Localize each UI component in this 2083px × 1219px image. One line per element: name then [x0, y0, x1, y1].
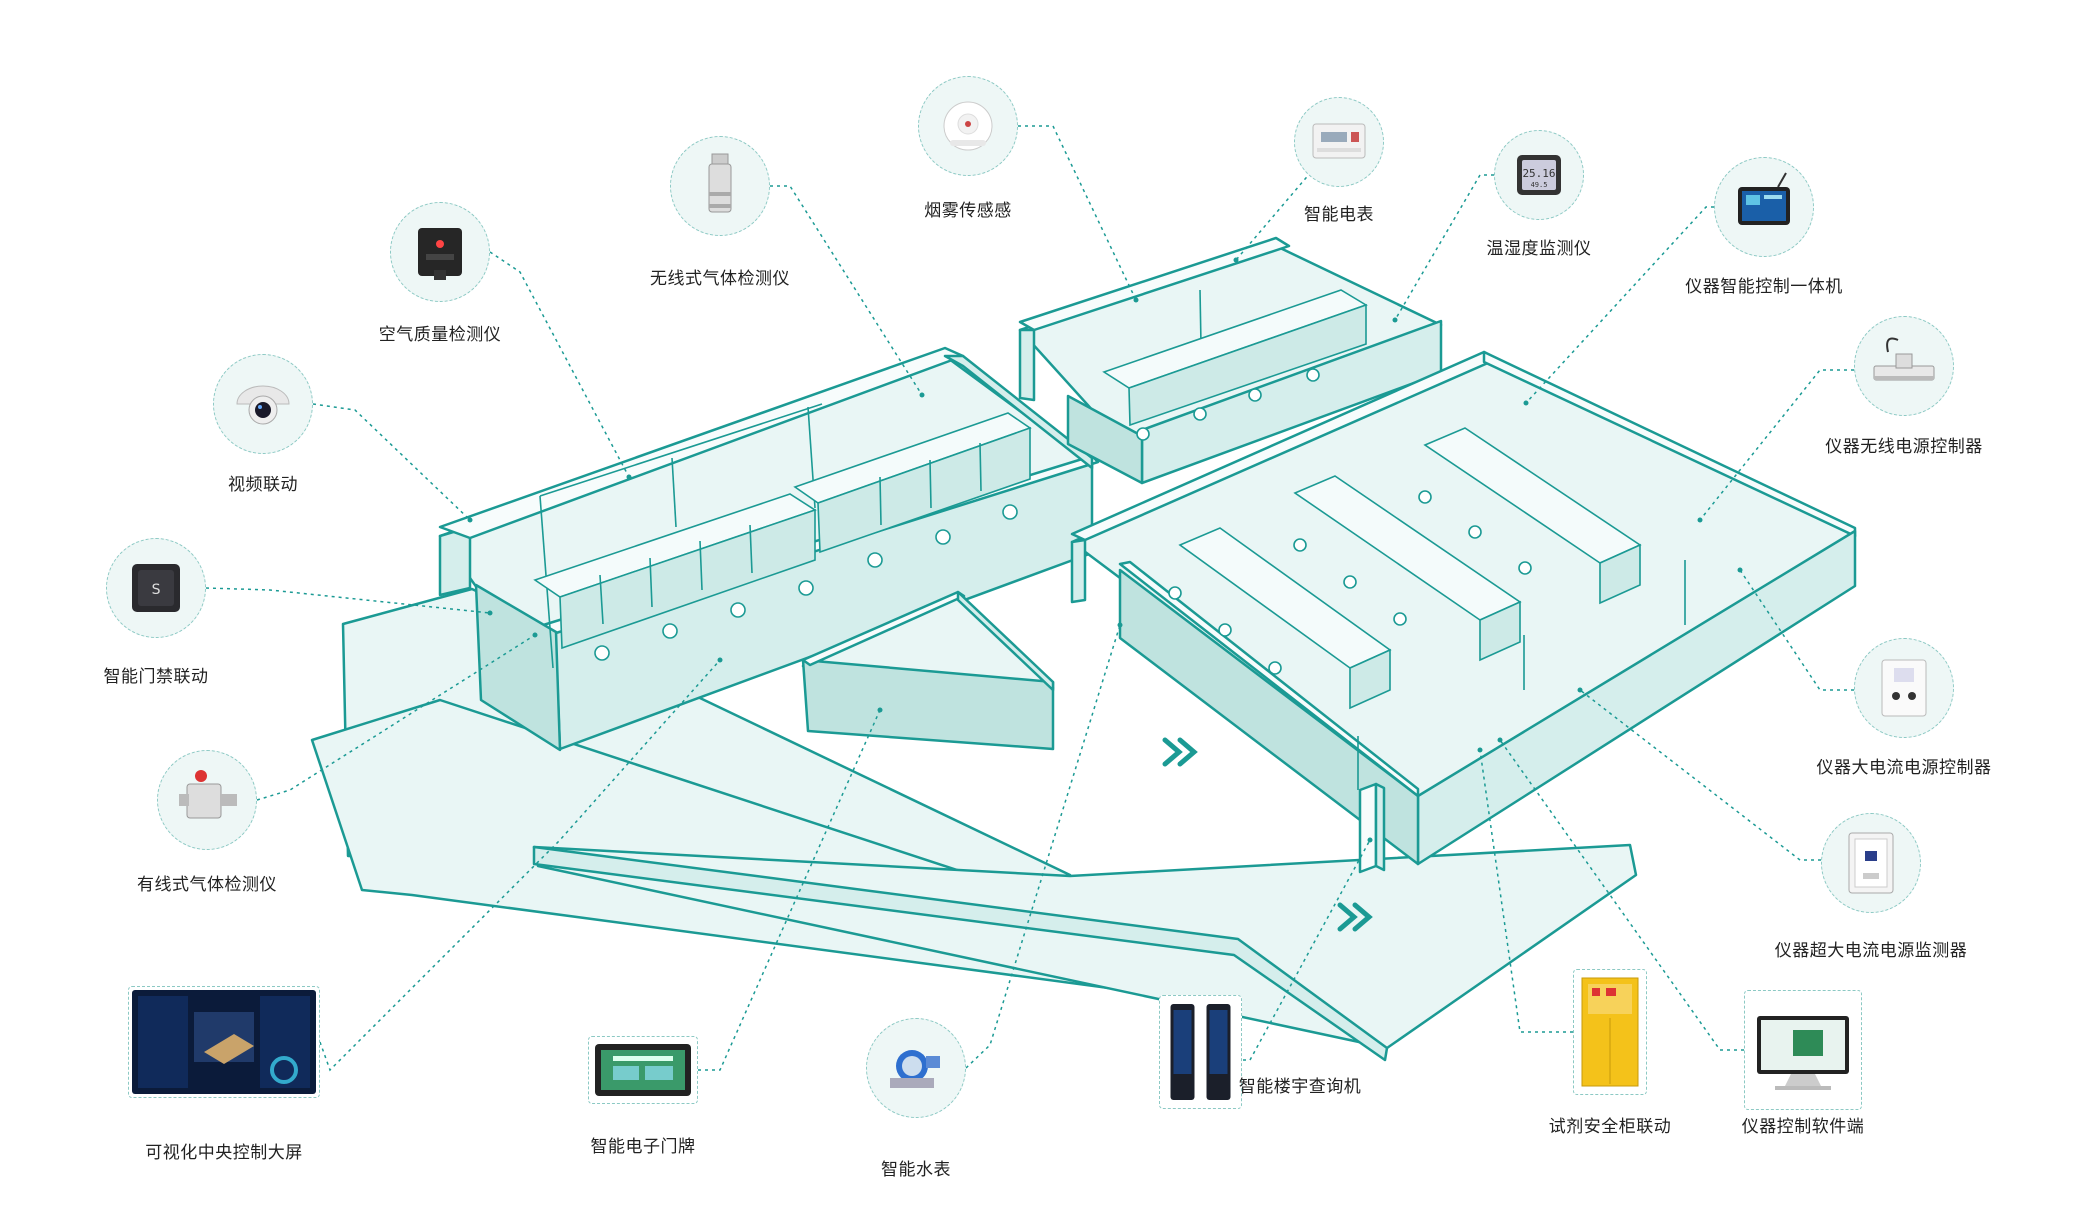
device-node-smoke: [918, 76, 1018, 176]
device-node-wireless_power: [1854, 316, 1954, 416]
device-label-access: 智能门禁联动: [103, 667, 209, 686]
top-lab-room: [1018, 236, 1443, 485]
leader-ctrl: [1525, 206, 1714, 404]
leader-anchor-wireless_gas: [919, 392, 925, 398]
dashboard-screen-icon: [132, 990, 316, 1094]
monitor-software-icon: [1757, 1016, 1849, 1090]
svg-text:49.5: 49.5: [1531, 181, 1548, 189]
kiosk-icon: [1170, 1004, 1230, 1100]
device-node-access: S: [106, 538, 206, 638]
left-lab-benches: [533, 412, 1032, 661]
air-quality-icon: [418, 228, 462, 280]
leader-anchor-ultra_current: [1577, 687, 1583, 693]
device-node-high_current: [1854, 638, 1954, 738]
kiosk-stand: [1358, 782, 1386, 874]
leader-anchor-wired_gas: [532, 632, 538, 638]
device-node-wireless_gas: [670, 136, 770, 236]
device-label-water: 智能水表: [881, 1160, 951, 1179]
device-label-temp: 温湿度监测仪: [1486, 239, 1592, 258]
leader-meter: [1235, 171, 1312, 261]
device-label-wireless_power: 仪器无线电源控制器: [1825, 437, 1983, 456]
device-node-ultra_current: [1821, 813, 1921, 913]
device-label-software: 仪器控制软件端: [1741, 1117, 1865, 1136]
device-node-doorplate: [588, 1036, 698, 1104]
device-label-bigscreen: 可视化中央控制大屏: [145, 1143, 303, 1162]
ultra-current-monitor-icon: [1848, 832, 1894, 894]
device-label-wired_gas: 有线式气体检测仪: [137, 875, 277, 894]
device-label-doorplate: 智能电子门牌: [590, 1137, 696, 1156]
svg-text:25.16: 25.16: [1522, 167, 1555, 180]
leader-anchor-smoke: [1133, 297, 1139, 303]
electric-meter-icon: [1312, 123, 1366, 159]
leader-anchor-water: [1117, 622, 1123, 628]
leader-doorplate: [698, 709, 881, 1071]
leader-lines: [205, 125, 1854, 1072]
device-node-software: [1744, 990, 1862, 1110]
access-control-icon: S: [132, 564, 180, 612]
device-node-kiosk: [1158, 995, 1242, 1109]
center-partition: [801, 590, 1055, 751]
leader-temp: [1394, 174, 1494, 321]
leader-video: [312, 403, 471, 521]
leader-anchor-access: [487, 610, 493, 616]
device-label-cabinet: 试剂安全柜联动: [1548, 1117, 1672, 1136]
high-current-controller-icon: [1881, 659, 1927, 717]
leader-kiosk: [1243, 839, 1371, 1061]
device-label-high_current: 仪器大电流电源控制器: [1816, 758, 1992, 777]
leader-bigscreen: [319, 659, 721, 1072]
device-node-cabinet: [1573, 969, 1647, 1095]
safety-cabinet-icon: [1581, 977, 1639, 1087]
leader-anchor-video: [467, 517, 473, 523]
leader-anchor-air: [626, 474, 632, 480]
svg-text:S: S: [152, 582, 161, 598]
leader-anchor-wireless_power: [1697, 517, 1703, 523]
smoke-detector-icon: [943, 101, 993, 151]
leader-anchor-software: [1497, 737, 1503, 743]
leader-ultra_current: [1579, 689, 1821, 861]
device-node-video: [213, 354, 313, 454]
device-label-ultra_current: 仪器超大电流电源监测器: [1774, 941, 1968, 960]
device-node-meter: [1294, 97, 1384, 187]
dome-camera-icon: [236, 385, 290, 425]
doorplate-icon: [595, 1044, 691, 1096]
leader-anchor-doorplate: [877, 707, 883, 713]
leader-anchor-temp: [1392, 317, 1398, 323]
leader-anchor-cabinet: [1477, 747, 1483, 753]
leader-anchor-high_current: [1737, 567, 1743, 573]
device-label-kiosk: 智能楼宇查询机: [1238, 1077, 1362, 1096]
device-node-water: [866, 1018, 966, 1118]
device-node-wired_gas: [157, 750, 257, 850]
device-node-bigscreen: [128, 986, 320, 1098]
leader-air: [489, 251, 630, 478]
device-label-meter: 智能电表: [1304, 205, 1374, 224]
leader-wireless_gas: [770, 185, 923, 396]
device-label-air: 空气质量检测仪: [378, 325, 502, 344]
right-lab-benches: [1168, 427, 1642, 710]
device-label-wireless_gas: 无线式气体检测仪: [650, 269, 790, 288]
entrance-chevron-icon: [1162, 737, 1373, 932]
leader-anchor-kiosk: [1367, 837, 1373, 843]
device-node-air: [390, 202, 490, 302]
device-label-video: 视频联动: [228, 475, 298, 494]
wireless-power-controller-icon: [1873, 337, 1935, 381]
leader-software: [1499, 739, 1744, 1051]
leader-anchor-ctrl: [1523, 400, 1529, 406]
wired-gas-detector-icon: [179, 770, 237, 819]
leader-anchor-meter: [1233, 257, 1239, 263]
device-node-ctrl: [1714, 157, 1814, 257]
leader-wireless_power: [1699, 369, 1854, 521]
leader-smoke: [1018, 125, 1137, 301]
wireless-gas-detector-icon: [708, 153, 732, 213]
control-terminal-icon: [1738, 172, 1790, 225]
device-label-ctrl: 仪器智能控制一体机: [1685, 277, 1843, 296]
water-meter-icon: [890, 1050, 940, 1088]
device-label-smoke: 烟雾传感感: [924, 201, 1012, 220]
leader-access: [205, 587, 491, 614]
leader-anchor-bigscreen: [717, 657, 723, 663]
